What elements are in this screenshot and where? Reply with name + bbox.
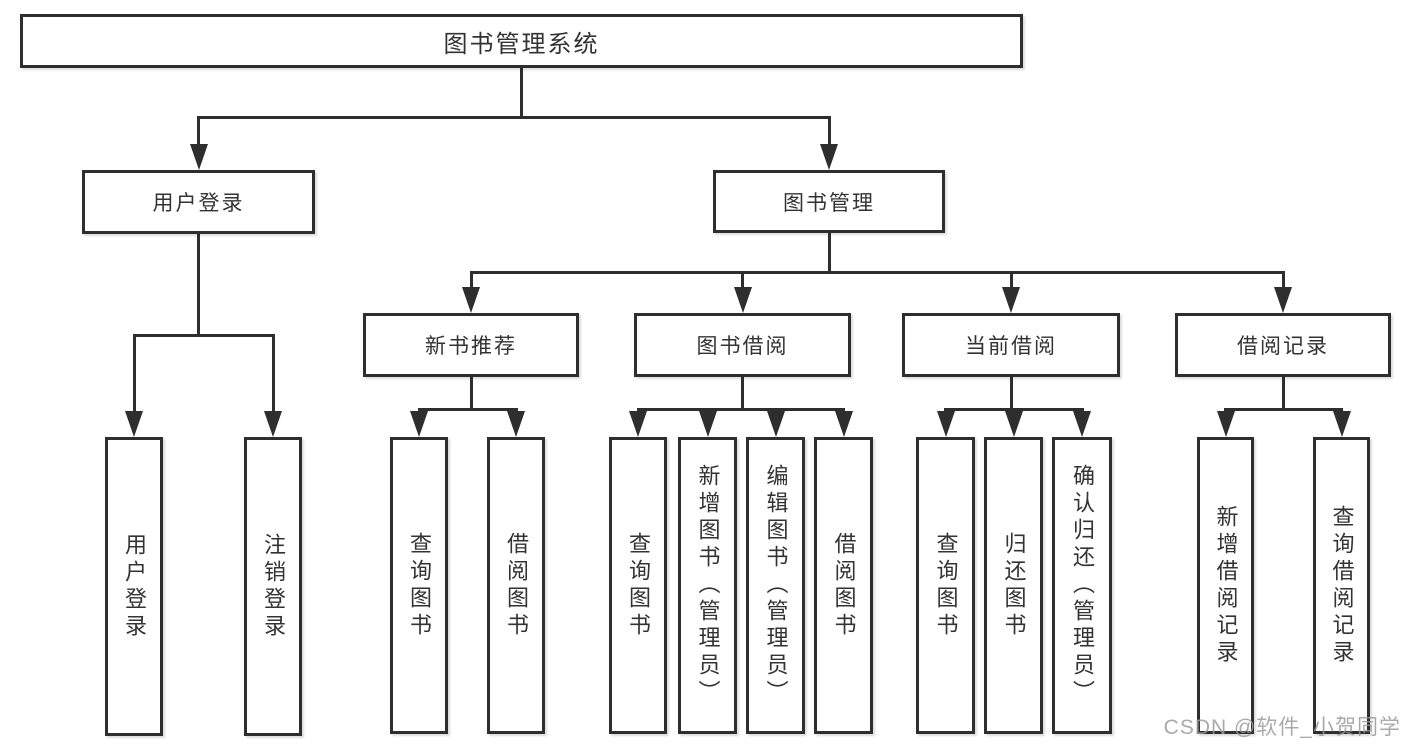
node-label-book-management: 图书管理	[783, 191, 875, 215]
arrowhead-cb-confirm-return	[1073, 411, 1091, 437]
node-label-bb-add-books: 新增图书（管理员）	[695, 464, 721, 707]
arrowhead-bb-add-books	[698, 411, 717, 437]
node-bb-borrow-books: 借阅图书	[814, 437, 873, 734]
node-label-bb-query-books: 查询图书	[626, 531, 651, 640]
node-bb-edit-books: 编辑图书（管理员）	[746, 437, 805, 734]
connector-bar-borrowing-records	[1224, 408, 1343, 411]
node-root: 图书管理系统	[20, 14, 1023, 68]
connector-drop-current-borrowing	[1009, 271, 1013, 293]
connector-drop-login	[132, 334, 136, 417]
node-nbr-borrow-books: 借阅图书	[487, 437, 545, 734]
connector-bar-new-book-recommend	[417, 408, 518, 411]
arrowhead-nbr-query-books	[410, 411, 428, 437]
node-label-new-book-recommend: 新书推荐	[425, 335, 517, 358]
node-current-borrowing: 当前借阅	[902, 313, 1120, 377]
connector-stem-book-borrowing	[741, 377, 744, 411]
node-bb-query-books: 查询图书	[609, 437, 667, 734]
node-label-bb-borrow-books: 借阅图书	[831, 531, 857, 640]
connector-bar-user-login	[132, 334, 275, 337]
connector-stem-borrowing-records	[1281, 377, 1285, 411]
node-book-management: 图书管理	[713, 170, 945, 233]
node-new-book-recommend: 新书推荐	[363, 313, 579, 377]
node-user-login: 用户登录	[82, 170, 315, 234]
arrowhead-borrowing-records	[1274, 287, 1292, 313]
node-label-root: 图书管理系统	[443, 30, 600, 58]
node-br-query-record: 查询借阅记录	[1313, 437, 1370, 734]
node-label-user-login: 用户登录	[152, 192, 245, 215]
arrowhead-user-login	[189, 144, 208, 170]
arrowhead-new-book-recommend	[462, 287, 480, 313]
node-label-cb-return-books: 归还图书	[1001, 531, 1027, 640]
node-label-br-query-record: 查询借阅记录	[1329, 504, 1355, 667]
arrowhead-current-borrowing	[1002, 287, 1020, 313]
connector-bar-book-borrowing	[636, 408, 845, 411]
node-label-logout: 注销登录	[261, 532, 286, 641]
node-label-login: 用户登录	[122, 532, 147, 641]
connector-bar-book-management	[469, 271, 1285, 274]
arrowhead-logout	[264, 411, 282, 437]
node-bb-add-books: 新增图书（管理员）	[678, 437, 737, 734]
node-label-nbr-borrow-books: 借阅图书	[504, 531, 529, 640]
arrowhead-br-add-record	[1216, 411, 1235, 437]
arrowhead-br-query-record	[1332, 411, 1351, 437]
node-label-bb-edit-books: 编辑图书（管理员）	[763, 464, 789, 707]
node-login: 用户登录	[105, 437, 163, 736]
arrowhead-login	[125, 411, 143, 437]
arrowhead-nbr-borrow-books	[507, 411, 525, 437]
node-borrowing-records: 借阅记录	[1175, 313, 1391, 377]
connector-stem-current-borrowing	[1009, 377, 1013, 411]
node-nbr-query-books: 查询图书	[390, 437, 448, 734]
node-book-borrowing: 图书借阅	[634, 313, 851, 377]
node-label-nbr-query-books: 查询图书	[407, 531, 432, 640]
csdn-watermark: CSDN @软件_小贺同学	[1163, 716, 1401, 739]
arrowhead-book-borrowing	[733, 287, 752, 313]
connector-stem-root	[520, 68, 523, 119]
connector-drop-borrowing-records	[1281, 271, 1285, 293]
connector-drop-new-book-recommend	[469, 271, 473, 293]
node-label-cb-query-books: 查询图书	[933, 531, 959, 640]
node-label-book-borrowing: 图书借阅	[696, 335, 789, 358]
arrowhead-book-management	[820, 144, 838, 170]
connector-drop-book-borrowing	[741, 271, 744, 293]
connector-stem-book-management	[827, 233, 831, 274]
connector-stem-new-book-recommend	[469, 377, 473, 411]
node-cb-return-books: 归还图书	[984, 437, 1043, 734]
node-cb-confirm-return: 确认归还（管理员）	[1052, 437, 1112, 734]
connector-bar-root	[197, 116, 831, 119]
connector-drop-user-login	[197, 116, 200, 150]
node-label-borrowing-records: 借阅记录	[1237, 335, 1329, 358]
arrowhead-bb-edit-books	[766, 411, 785, 437]
connector-drop-book-management	[827, 116, 831, 150]
node-label-current-borrowing: 当前借阅	[965, 335, 1057, 358]
node-label-cb-confirm-return: 确认归还（管理员）	[1070, 464, 1095, 707]
arrowhead-bb-query-books	[629, 411, 647, 437]
node-cb-query-books: 查询图书	[916, 437, 975, 734]
node-br-add-record: 新增借阅记录	[1197, 437, 1254, 734]
connector-stem-user-login	[197, 234, 200, 337]
arrowhead-cb-query-books	[936, 411, 955, 437]
arrowhead-bb-borrow-books	[834, 411, 853, 437]
node-logout: 注销登录	[244, 437, 302, 736]
connector-drop-logout	[271, 334, 275, 417]
node-label-br-add-record: 新增借阅记录	[1213, 504, 1239, 667]
arrowhead-cb-return-books	[1004, 411, 1023, 437]
